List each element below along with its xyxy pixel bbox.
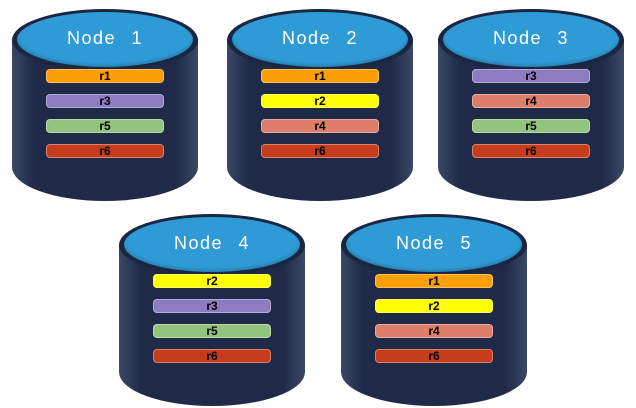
replica-bar: r6 (46, 144, 164, 158)
node-cylinder-1: Node 1 r1 r3 r5 r6 (12, 9, 198, 201)
replica-list: r2 r3 r5 r6 (119, 274, 305, 374)
replica-bar: r2 (375, 299, 493, 313)
replica-bar: r6 (472, 144, 590, 158)
replica-bar: r4 (261, 119, 379, 133)
replica-bar: r6 (375, 349, 493, 363)
node-cylinder-4: Node 4 r2 r3 r5 r6 (119, 214, 305, 406)
cylinder-rim (119, 214, 305, 276)
replica-bar: r5 (472, 119, 590, 133)
node-cylinder-3: Node 3 r3 r4 r5 r6 (438, 9, 624, 201)
cylinder-rim (12, 9, 198, 71)
replica-bar: r5 (46, 119, 164, 133)
replica-bar: r1 (375, 274, 493, 288)
cylinder-top (346, 217, 522, 272)
node-title: Node 3 (492, 28, 570, 48)
replica-bar: r3 (153, 299, 271, 313)
replica-bar: r1 (261, 69, 379, 83)
node-cylinder-2: Node 2 r1 r2 r4 r6 (227, 9, 413, 201)
replica-bar: r6 (153, 349, 271, 363)
replica-bar: r5 (153, 324, 271, 338)
cylinder-rim (438, 9, 624, 71)
replica-list: r1 r2 r4 r6 (341, 274, 527, 374)
cylinder-rim (341, 214, 527, 276)
node-title: Node 1 (66, 28, 144, 48)
replica-bar: r3 (46, 94, 164, 108)
cylinder-top (232, 12, 408, 67)
replica-bar: r4 (375, 324, 493, 338)
cylinder-top (17, 12, 193, 67)
replica-list: r1 r3 r5 r6 (12, 69, 198, 169)
replica-bar: r2 (153, 274, 271, 288)
cylinder-top (124, 217, 300, 272)
cylinder-rim (227, 9, 413, 71)
replica-list: r3 r4 r5 r6 (438, 69, 624, 169)
node-title: Node 4 (173, 233, 251, 253)
replica-bar: r4 (472, 94, 590, 108)
replica-bar: r2 (261, 94, 379, 108)
node-cylinder-5: Node 5 r1 r2 r4 r6 (341, 214, 527, 406)
replica-bar: r1 (46, 69, 164, 83)
node-title: Node 2 (281, 28, 359, 48)
replica-bar: r6 (261, 144, 379, 158)
cylinder-top (443, 12, 619, 67)
replica-bar: r3 (472, 69, 590, 83)
replica-list: r1 r2 r4 r6 (227, 69, 413, 169)
node-title: Node 5 (395, 233, 473, 253)
